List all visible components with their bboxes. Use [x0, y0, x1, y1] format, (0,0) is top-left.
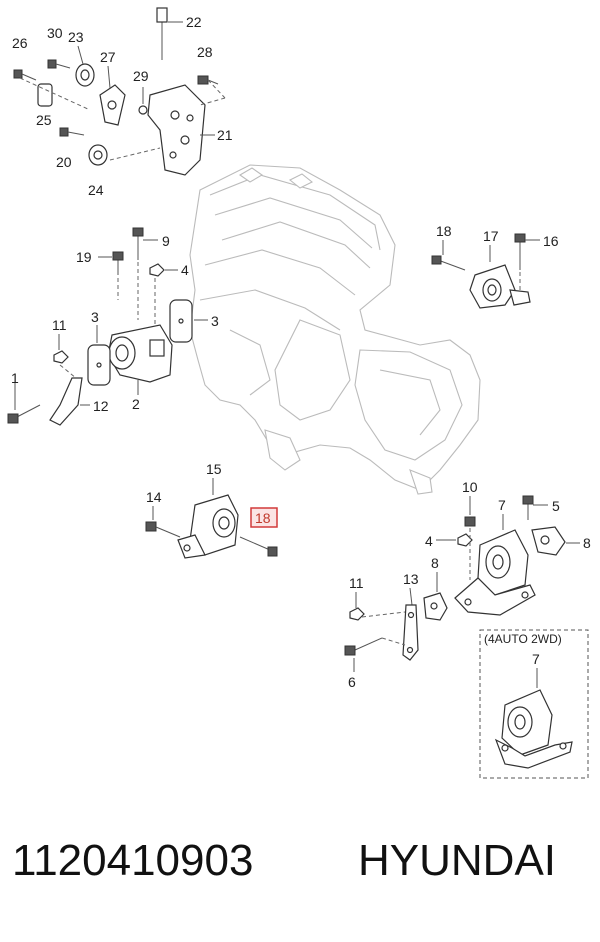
label-11b: 11 — [349, 575, 364, 591]
label-22: 22 — [186, 14, 202, 30]
inset-4auto-2wd: (4AUTO 2WD) 7 — [479, 629, 589, 779]
label-25: 25 — [36, 112, 52, 128]
label-12: 12 — [93, 398, 109, 414]
highlighted-part-box — [250, 507, 278, 528]
engine-block-outline — [189, 164, 481, 495]
label-4a: 4 — [181, 262, 189, 278]
bracket-13 — [402, 604, 419, 661]
label-19: 19 — [76, 249, 92, 265]
label-16: 16 — [543, 233, 559, 249]
label-24: 24 — [88, 182, 104, 198]
label-30: 30 — [47, 25, 63, 41]
label-9: 9 — [162, 233, 170, 249]
bracket-12 — [49, 377, 83, 426]
footer: 1120410903 HYUNDAI — [0, 836, 600, 906]
label-15: 15 — [206, 461, 222, 477]
label-23: 23 — [68, 29, 84, 45]
right-lower-mount-group: 10 7 5 8 4 8 13 11 6 — [344, 479, 591, 690]
label-6: 6 — [348, 674, 356, 690]
label-5: 5 — [552, 498, 560, 514]
label-28: 28 — [197, 44, 213, 60]
label-20: 20 — [56, 154, 72, 170]
center-lower-mount-group: 15 14 18 — [145, 461, 278, 559]
label-27: 27 — [100, 49, 116, 65]
label-11a: 11 — [52, 317, 67, 333]
label-7b: 7 — [532, 651, 540, 667]
label-10: 10 — [462, 479, 478, 495]
label-18a: 18 — [436, 223, 452, 239]
label-26: 26 — [12, 35, 28, 51]
label-3a: 3 — [91, 309, 99, 325]
label-21: 21 — [217, 127, 233, 143]
label-7a: 7 — [498, 497, 506, 513]
label-8a: 8 — [583, 535, 591, 551]
label-29: 29 — [133, 68, 149, 84]
label-8b: 8 — [431, 555, 439, 571]
right-upper-mount-group: 18 17 16 — [431, 223, 559, 309]
label-13: 13 — [403, 571, 419, 587]
label-4b: 4 — [425, 533, 433, 549]
upper-left-bracket-group: 22 21 28 29 27 23 30 26 — [12, 7, 233, 198]
label-14: 14 — [146, 489, 162, 505]
label-17: 17 — [483, 228, 499, 244]
label-18b-highlighted: 18 — [255, 510, 271, 526]
parts-diagram: 22 21 28 29 27 23 30 26 — [7, 7, 591, 779]
left-engine-mount-group: 9 19 4 3 2 3 11 12 — [7, 227, 219, 426]
brand-name: HYUNDAI — [358, 836, 557, 885]
part-number: 1120410903 — [12, 836, 254, 885]
label-2: 2 — [132, 396, 140, 412]
inset-title: (4AUTO 2WD) — [484, 632, 562, 646]
engine-bracket-21 — [147, 84, 206, 176]
label-3b: 3 — [211, 313, 219, 329]
label-1: 1 — [11, 370, 19, 386]
